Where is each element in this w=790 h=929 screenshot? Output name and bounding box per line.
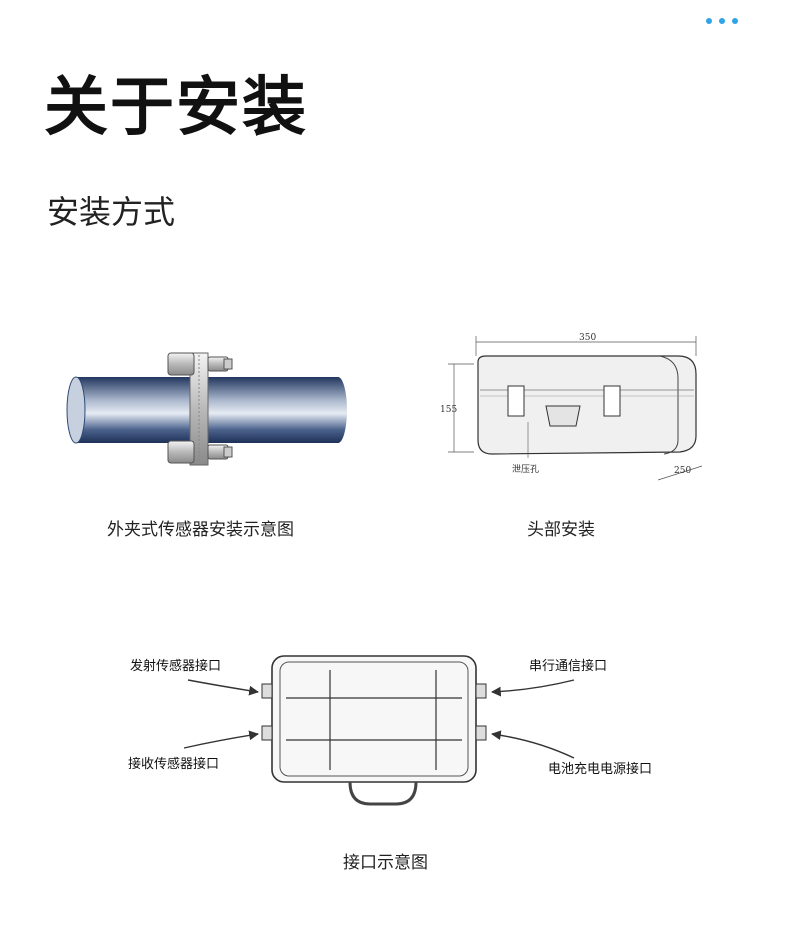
interface-caption: 接口示意图 <box>343 853 428 873</box>
interface-figure <box>183 655 575 806</box>
section-subtitle: 安装方式 <box>47 193 176 231</box>
connector-ports <box>261 683 487 741</box>
dot <box>732 18 738 24</box>
clamp-sensor-caption: 外夹式传感器安装示意图 <box>107 520 294 540</box>
pressure-hole-label: 泄压孔 <box>512 463 539 475</box>
clamp-sensor-figure <box>66 352 347 466</box>
head-install-caption: 头部安装 <box>527 520 595 540</box>
transmit-port-label: 发射传感器接口 <box>130 659 222 674</box>
case-top-view <box>271 655 477 806</box>
dim-height: 155 <box>440 405 457 415</box>
clamp-band <box>189 352 209 466</box>
case-body <box>477 355 697 458</box>
sensor-top <box>167 352 233 376</box>
callout-arrows <box>183 679 575 759</box>
battery-port-label: 电池充电电源接口 <box>548 762 653 777</box>
dim-depth: 250 <box>674 466 691 476</box>
dimension-lines <box>448 336 703 481</box>
serial-port-label: 串行通信接口 <box>529 659 608 674</box>
more-dots-icon[interactable] <box>706 18 738 24</box>
dim-width: 350 <box>579 333 596 343</box>
dot <box>706 18 712 24</box>
head-install-figure: 350 155 250 泄压孔 <box>440 333 703 481</box>
receive-port-label: 接收传感器接口 <box>128 757 220 772</box>
sensor-bottom <box>167 440 233 464</box>
dot <box>719 18 725 24</box>
page-title: 关于安装 <box>44 71 308 145</box>
